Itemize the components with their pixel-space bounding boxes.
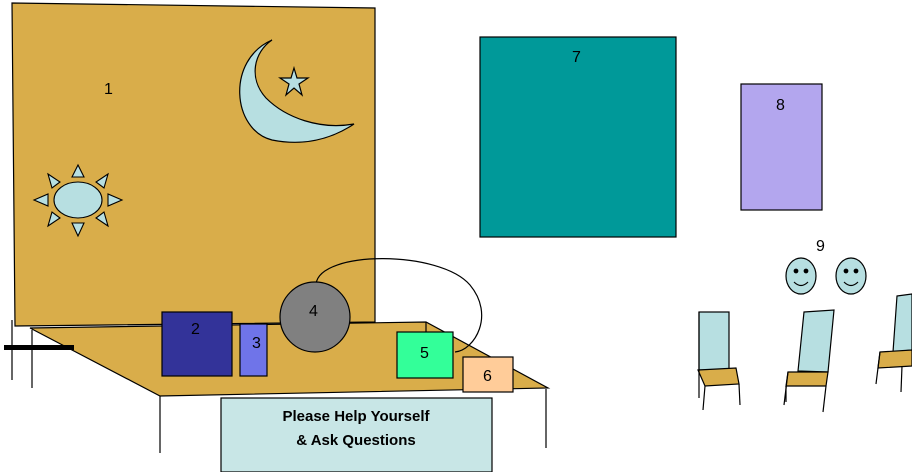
smiley-face-icon [836,258,866,294]
sign-line-1: Please Help Yourself [282,408,430,425]
label-4: 4 [309,303,318,320]
smiley-face-icon [786,258,816,294]
label-5: 5 [420,345,429,362]
chair-icon [698,312,740,410]
box-7 [480,37,676,237]
label-1: 1 [104,81,113,98]
label-3: 3 [252,335,261,352]
label-9: 9 [816,238,825,255]
label-8: 8 [776,97,785,114]
label-6: 6 [483,368,492,385]
backdrop-panel [12,3,375,326]
label-2: 2 [191,321,200,338]
chair-icon [876,294,912,392]
label-7: 7 [572,49,581,66]
chair-icon [784,310,834,412]
table-bar [4,345,74,350]
sign-line-2: & Ask Questions [296,432,415,449]
